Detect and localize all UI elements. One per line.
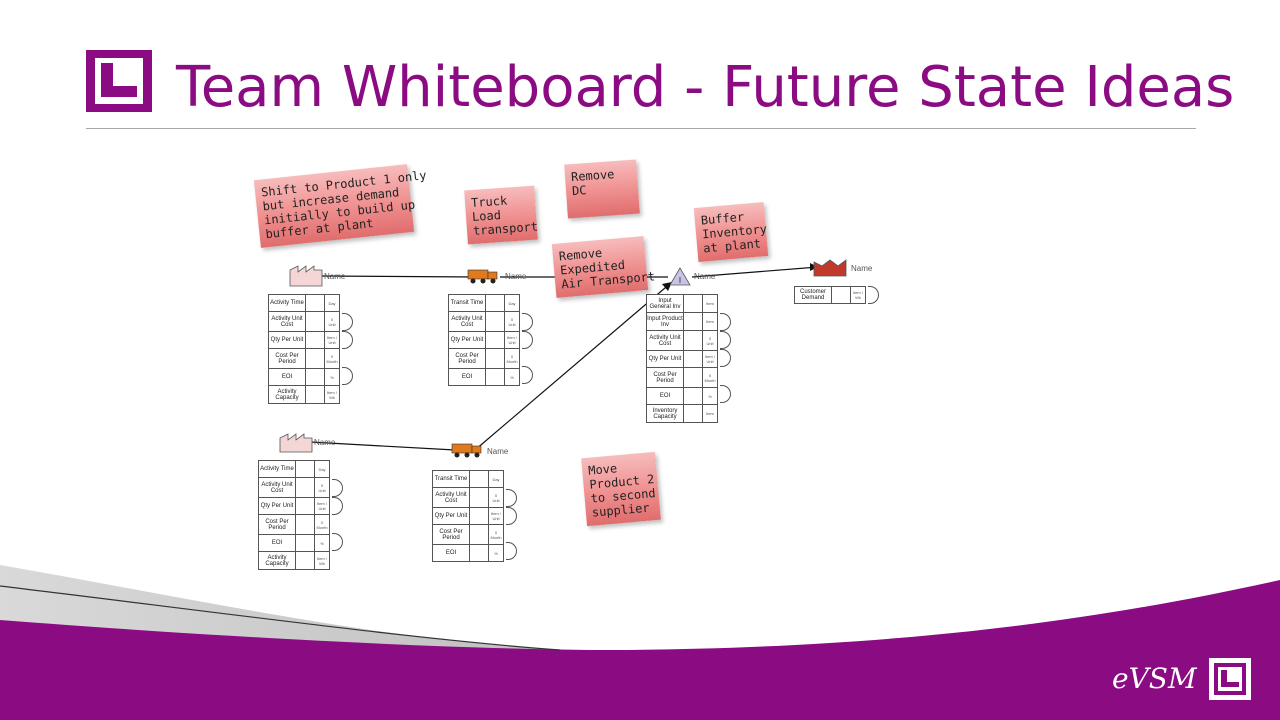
sticky-note[interactable]: Remove Expedited Air Transport bbox=[551, 236, 656, 298]
transport-name-label: Name bbox=[505, 272, 527, 281]
footer-brand-text: eVSM bbox=[1112, 662, 1197, 695]
customer-factory-icon bbox=[813, 259, 847, 277]
factory-icon bbox=[279, 433, 313, 453]
arrowhead bbox=[662, 282, 672, 291]
factory-icon bbox=[289, 265, 323, 287]
sticky-note[interactable]: Move Product 2 to second supplier bbox=[581, 451, 661, 527]
inventory-triangle-icon: I bbox=[669, 267, 691, 286]
sticky-note[interactable]: Remove DC bbox=[564, 159, 640, 219]
page-title: Team Whiteboard - Future State Ideas bbox=[176, 55, 1235, 120]
flow-line bbox=[691, 266, 819, 278]
evsm-logo bbox=[86, 50, 152, 112]
process-name-label: Name bbox=[324, 272, 346, 281]
flow-line bbox=[309, 441, 456, 451]
truck-icon bbox=[467, 269, 498, 284]
transport-name-label: Name bbox=[487, 447, 509, 456]
flow-line bbox=[474, 281, 673, 451]
sticky-note[interactable]: Truck Load transport bbox=[464, 185, 538, 245]
flow-line bbox=[319, 275, 479, 278]
footer-evsm-logo bbox=[1209, 658, 1251, 700]
inventory-name-label: Name bbox=[694, 272, 716, 281]
process-name-label: Name bbox=[314, 438, 336, 447]
sticky-note[interactable]: Buffer Inventory at plant bbox=[693, 202, 769, 262]
svg-text:I: I bbox=[679, 276, 681, 285]
customer-name-label: Name bbox=[851, 264, 873, 273]
title-divider bbox=[86, 128, 1196, 129]
truck-icon bbox=[451, 443, 482, 458]
